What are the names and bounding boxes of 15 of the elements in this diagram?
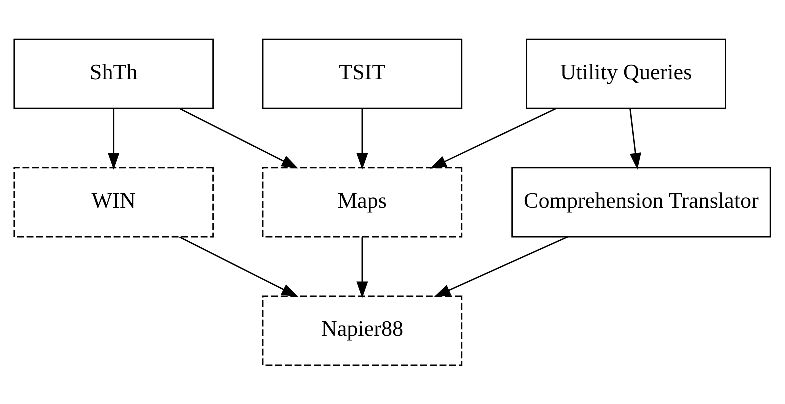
arrow	[430, 108, 557, 168]
arrow	[356, 237, 368, 298]
node-box: Comprehension Translator	[512, 166, 772, 238]
arrow	[630, 108, 642, 170]
arrow	[434, 236, 568, 297]
node-box: TSIT	[262, 38, 463, 109]
node-box: ShTh	[14, 38, 214, 109]
arrow	[180, 236, 298, 297]
arrow	[356, 108, 368, 170]
arrow	[180, 108, 298, 168]
arrow	[108, 108, 120, 170]
node-box: Maps	[262, 166, 463, 238]
node-box: Napier88	[262, 295, 463, 366]
node-box: Utility Queries	[526, 38, 726, 109]
node-box: WIN	[14, 166, 214, 238]
